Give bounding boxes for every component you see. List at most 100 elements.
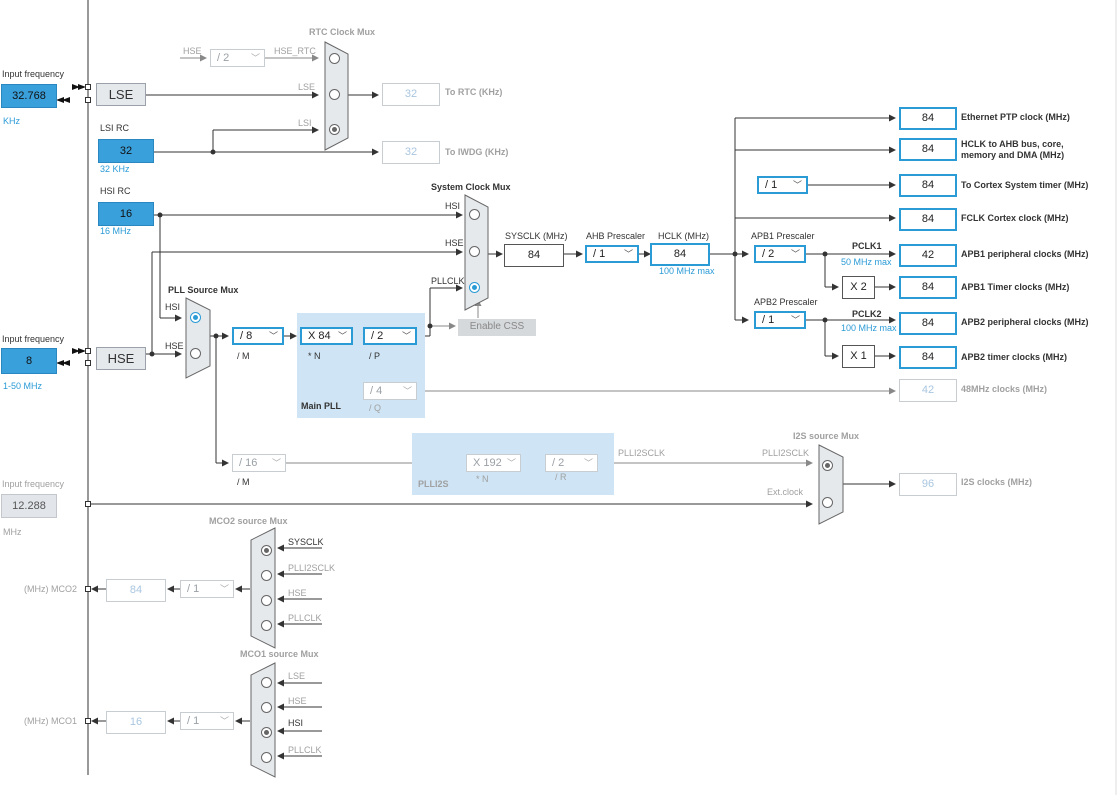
iwdg-output-label: To IWDG (KHz) [445, 147, 509, 157]
hclk-input[interactable]: 84 [650, 243, 710, 266]
lse-block: LSE [96, 83, 146, 106]
i2s-m-label: / M [237, 477, 250, 487]
rtc-mux-radio-lsi[interactable] [329, 124, 340, 135]
mco1-pin [85, 718, 91, 724]
chevron-down-icon: ﹀ [271, 458, 281, 468]
apb1-peripheral-label: APB1 peripheral clocks (MHz) [961, 249, 1089, 259]
mco1-radio-lse[interactable] [261, 677, 272, 688]
chevron-down-icon: ﹀ [401, 331, 411, 341]
hse-frequency-input[interactable]: 8 [1, 348, 57, 374]
rtc-mux-radio-hse[interactable] [329, 53, 340, 64]
sysclk-mux-radio-pllclk[interactable] [469, 282, 480, 293]
hclk-max: 100 MHz max [659, 266, 715, 276]
usb-48mhz-value: 42 [899, 379, 957, 402]
hse-block: HSE [96, 347, 146, 370]
apb1-timer-value[interactable]: 84 [899, 276, 957, 299]
cortex-timer-value[interactable]: 84 [899, 174, 957, 197]
rtc-lse-label: LSE [298, 82, 316, 92]
lse-input-label: Input frequency [2, 69, 65, 79]
lsi-unit: 32 KHz [100, 164, 130, 174]
lse-pin-in [85, 84, 91, 90]
sysclk-mux-hsi-label: HSI [445, 201, 461, 211]
pll-source-radio-hse[interactable] [190, 348, 201, 359]
i2s-m-select[interactable]: / 16﹀ [232, 454, 286, 472]
chevron-down-icon: ﹀ [792, 180, 802, 190]
lsi-rc-label: LSI RC [100, 123, 130, 133]
chevron-down-icon: ﹀ [402, 386, 412, 396]
hse-input-label: Input frequency [2, 334, 65, 344]
plli2s-title: PLLI2S [418, 479, 449, 489]
pll-source-hsi-label: HSI [165, 302, 181, 312]
rtc-hse-divider-select[interactable]: / 2﹀ [210, 49, 265, 67]
hclk-ahb-label-line2: memory and DMA (MHz) [961, 150, 1065, 160]
cortex-timer-label: To Cortex System timer (MHz) [961, 180, 1089, 190]
hclk-label: HCLK (MHz) [658, 231, 709, 241]
fclk-value[interactable]: 84 [899, 208, 957, 231]
hsi-rc-value: 16 [98, 202, 154, 226]
mco1-output-value: 16 [106, 711, 166, 734]
i2s-mux-radio-ext[interactable] [822, 497, 833, 508]
i2s-ext-unit: MHz [3, 527, 22, 537]
pll-m-select[interactable]: / 8﹀ [232, 327, 284, 345]
mco1-radio-pllclk[interactable] [261, 752, 272, 763]
i2s-r-label: / R [555, 472, 567, 482]
chevron-down-icon: ﹀ [790, 315, 800, 325]
pll-p-select[interactable]: / 2﹀ [363, 327, 417, 345]
hclk-ahb-value[interactable]: 84 [899, 138, 957, 161]
mco2-input-plli2sclk: PLLI2SCLK [288, 563, 336, 573]
hse-range: 1-50 MHz [3, 381, 43, 391]
rtc-mux-radio-lse[interactable] [329, 89, 340, 100]
sysclk-mux-radio-hse[interactable] [469, 246, 480, 257]
i2s-mux-ext-label: Ext.clock [767, 487, 804, 497]
lse-frequency-input[interactable]: 32.768 [1, 84, 57, 108]
pll-source-radio-hsi[interactable] [190, 312, 201, 323]
mco1-divider-select[interactable]: / 1﹀ [180, 712, 234, 730]
rtc-output-label: To RTC (KHz) [445, 87, 503, 97]
apb1-prescaler-select[interactable]: / 2﹀ [754, 245, 806, 263]
i2s-n-select[interactable]: X 192﹀ [466, 454, 521, 472]
apb2-timer-value[interactable]: 84 [899, 346, 957, 369]
fclk-label: FCLK Cortex clock (MHz) [961, 213, 1069, 223]
main-pll-title: Main PLL [301, 401, 341, 411]
chevron-down-icon: ﹀ [506, 458, 516, 468]
mco2-divider-select[interactable]: / 1﹀ [180, 580, 234, 598]
i2s-ext-frequency-input[interactable]: 12.288 [1, 494, 57, 518]
mco1-input-hsi: HSI [288, 718, 304, 728]
pll-q-select[interactable]: / 4﹀ [363, 382, 417, 400]
chevron-down-icon: ﹀ [219, 716, 229, 726]
chevron-down-icon: ﹀ [623, 249, 633, 259]
mco2-radio-hse[interactable] [261, 595, 272, 606]
ethernet-ptp-label: Ethernet PTP clock (MHz) [961, 112, 1070, 122]
mco2-output-value: 84 [106, 579, 166, 602]
apb2-prescaler-select[interactable]: / 1﹀ [754, 311, 806, 329]
chevron-down-icon: ﹀ [790, 249, 800, 259]
mco2-input-pllclk: PLLCLK [288, 613, 322, 623]
mco1-radio-hse[interactable] [261, 702, 272, 713]
pclk1-max: 50 MHz max [841, 257, 892, 267]
hse-pin-out [85, 360, 91, 366]
sysclk-mux-radio-hsi[interactable] [469, 209, 480, 220]
apb2-timer-label: APB2 timer clocks (MHz) [961, 352, 1068, 362]
mco1-input-lse: LSE [288, 671, 306, 681]
pll-source-hse-label: HSE [165, 341, 184, 351]
ethernet-ptp-value[interactable]: 84 [899, 107, 957, 130]
mco2-input-sysclk: SYSCLK [288, 537, 324, 547]
pll-m-label: / M [237, 351, 250, 361]
mco1-output-label: (MHz) MCO1 [24, 716, 77, 726]
i2s-mux-radio-plli2sclk[interactable] [822, 460, 833, 471]
apb1-peripheral-value[interactable]: 42 [899, 244, 957, 267]
ahb-prescaler-select[interactable]: / 1﹀ [585, 245, 639, 263]
sysclk-mux-title: System Clock Mux [431, 182, 511, 192]
pll-n-select[interactable]: X 84﹀ [300, 327, 353, 345]
mco1-radio-hsi[interactable] [261, 727, 272, 738]
cortex-timer-divider-select[interactable]: / 1﹀ [757, 176, 808, 194]
iwdg-output-value: 32 [382, 141, 440, 164]
sysclk-mux-hse-label: HSE [445, 238, 464, 248]
i2s-r-select[interactable]: / 2﹀ [545, 454, 598, 472]
enable-css-button[interactable]: Enable CSS [458, 319, 536, 336]
apb2-peripheral-value[interactable]: 84 [899, 312, 957, 335]
mco2-radio-sysclk[interactable] [261, 545, 272, 556]
mco2-radio-pllclk[interactable] [261, 620, 272, 631]
mco2-radio-plli2sclk[interactable] [261, 570, 272, 581]
i2s-mux-title: I2S source Mux [793, 431, 860, 441]
